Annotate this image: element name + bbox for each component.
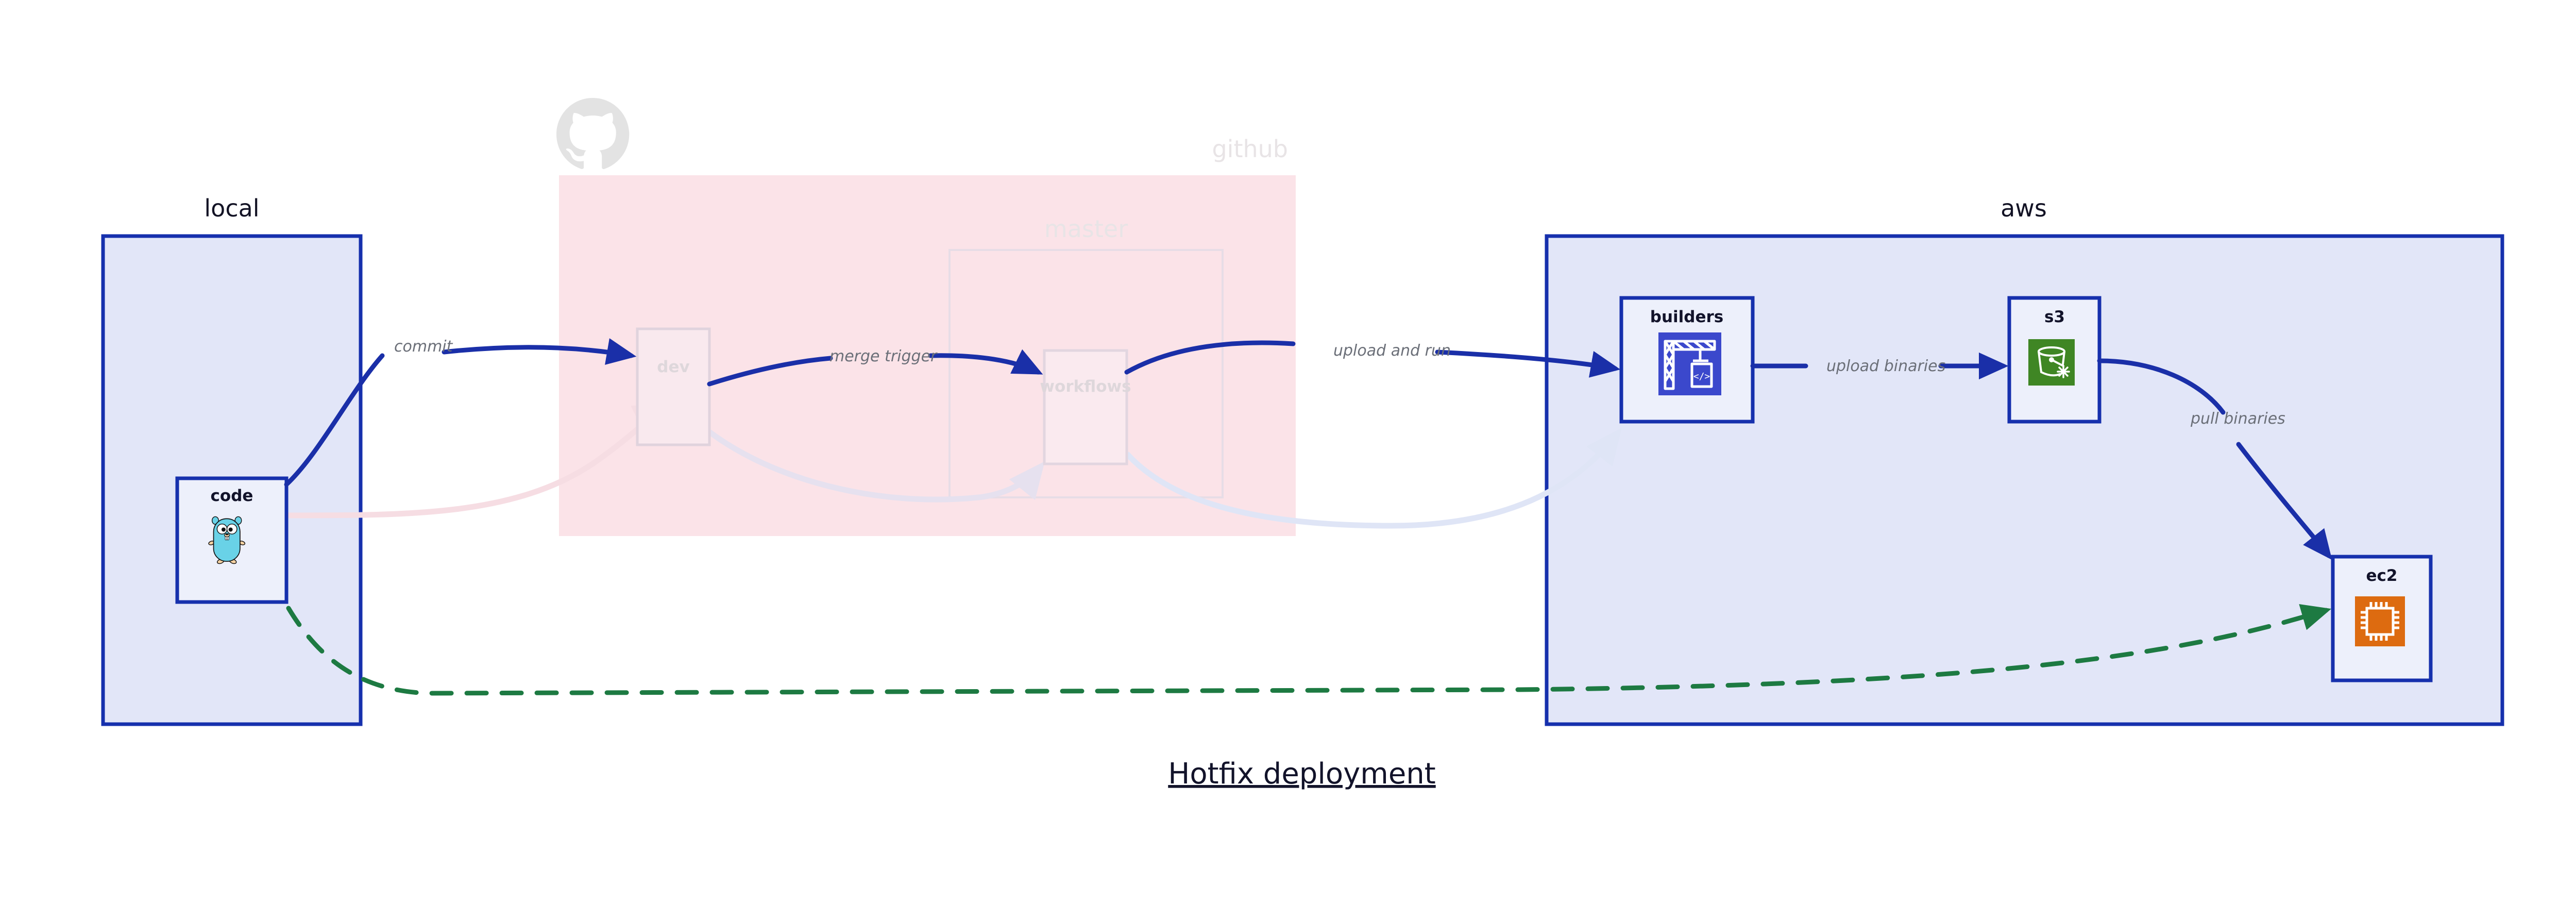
workflows-node-label: workflows [1040, 377, 1131, 396]
edge-workflows-to-builders-segment-b [1435, 349, 1621, 378]
master-container-body [948, 249, 1224, 498]
ec2-node-label: ec2 [2366, 566, 2398, 585]
container-master[interactable]: master [948, 215, 1224, 498]
code-node-label: code [211, 487, 253, 505]
edge-workflows-to-builders-ghost [1124, 427, 1622, 529]
container-github[interactable]: github [556, 98, 1296, 536]
github-container-label: github [1212, 135, 1288, 163]
edge-dev-to-workflows-ghost [707, 429, 1045, 503]
node-workflows[interactable]: workflows [1040, 349, 1131, 465]
edge-label-merge-trigger: merge trigger [829, 347, 938, 365]
node-code[interactable]: code [175, 476, 289, 604]
main-edges: commit merge trigger upload and run uplo… [284, 338, 2332, 696]
github-octocat-icon [556, 98, 630, 169]
go-gopher-icon [208, 516, 246, 564]
workflows-node-body [1043, 349, 1128, 465]
node-ec2[interactable]: ec2 [2331, 555, 2433, 682]
page-title: Hotfix deployment [1168, 757, 1436, 791]
edge-s3-to-ec2-segment-b [2236, 442, 2332, 560]
s3-node-label: s3 [2044, 308, 2065, 326]
edge-code-to-dev-segment-b [442, 338, 637, 365]
edge-code-to-dev-segment-a [284, 353, 385, 487]
builders-node-label: builders [1650, 308, 1723, 326]
local-container-label: local [204, 194, 259, 222]
node-builders[interactable]: builders </> [1619, 296, 1755, 424]
aws-codebuild-crane-icon: </> [1658, 332, 1721, 395]
edge-label-commit: commit [394, 338, 453, 356]
edge-label-pull-binaries: pull binaries [2190, 410, 2285, 428]
node-dev[interactable]: dev [636, 327, 711, 446]
aws-s3-glacier-bucket-icon [2028, 339, 2075, 386]
edge-workflows-to-builders-segment-a [1124, 340, 1296, 375]
dev-node-body [636, 327, 711, 446]
edge-dev-to-workflows-segment-b [928, 349, 1043, 375]
node-s3[interactable]: s3 [2007, 296, 2102, 424]
container-local[interactable]: local [101, 194, 363, 726]
edge-label-upload-and-run: upload and run [1333, 342, 1451, 360]
aws-ec2-chip-icon [2355, 596, 2405, 646]
edge-code-to-ec2-hotfix [286, 604, 2332, 696]
dev-node-label: dev [657, 358, 689, 376]
edge-label-upload-binaries: upload binaries [1826, 357, 1945, 375]
aws-container-label: aws [2001, 194, 2047, 222]
master-container-label: master [1044, 215, 1128, 243]
edge-dev-to-workflows-segment-a [707, 356, 833, 387]
edge-s3-to-ec2-segment-a [2097, 358, 2226, 415]
code-bracket-glyph: </> [1693, 371, 1710, 382]
